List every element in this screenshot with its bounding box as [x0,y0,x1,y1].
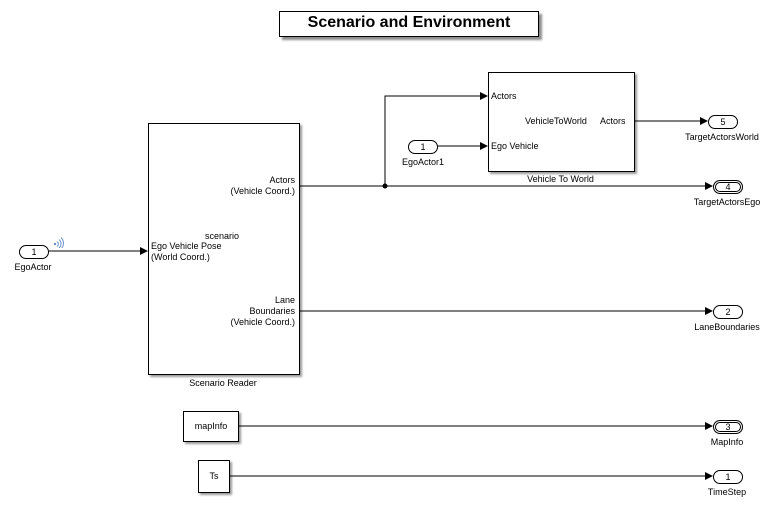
outport-timestep[interactable]: 1 [713,470,743,484]
inport-egoactor[interactable]: 1 [19,245,49,259]
inport-egoactor-label: EgoActor [14,262,52,272]
scenario-reader-in-pose-label: Ego Vehicle Pose (World Coord.) [151,241,222,262]
vehicle-to-world-block[interactable] [488,72,635,172]
scenario-reader-center-label: scenario [205,231,240,241]
vtw-out-actors-label: Actors [600,116,626,126]
scenario-reader-out-actors-label: Actors (Vehicle Coord.) [230,175,295,196]
mapinfo-constant-block[interactable]: mapInfo [183,411,239,442]
outport-timestep-label: TimeStep [707,487,747,497]
wireless-signal-icon [53,237,64,248]
vehicle-to-world-name: Vehicle To World [527,174,594,184]
inport-egoactor1[interactable]: 1 [408,140,438,154]
scenario-reader-name: Scenario Reader [189,378,257,388]
scenario-reader-block[interactable] [148,123,300,375]
scenario-reader-out-lanes-label: Lane Boundaries (Vehicle Coord.) [230,295,295,327]
outport-mapinfo-label: MapInfo [710,437,744,447]
outport-targetactorsworld[interactable]: 5 [708,115,738,129]
branch-point [382,183,388,189]
inport-egoactor1-label: EgoActor1 [401,157,445,167]
outport-targetactorsworld-label: TargetActorsWorld [685,132,759,142]
outport-targetactorsego-label: TargetActorsEgo [693,197,761,207]
outport-laneboundaries-label: LaneBoundaries [694,322,760,332]
vtw-in-actors-label: Actors [491,91,517,101]
outport-mapinfo[interactable]: 3 [713,420,743,434]
vtw-in-ego-label: Ego Vehicle [491,141,539,151]
mapinfo-constant-label: mapInfo [194,421,228,431]
diagram-title: Scenario and Environment [279,11,539,37]
outport-targetactorsego[interactable]: 4 [713,180,743,194]
outport-laneboundaries[interactable]: 2 [713,305,743,319]
ts-constant-label: Ts [209,471,219,481]
wire-actors-branch[interactable] [384,92,488,186]
vtw-center-label: VehicleToWorld [525,116,587,126]
ts-constant-block[interactable]: Ts [198,460,230,493]
